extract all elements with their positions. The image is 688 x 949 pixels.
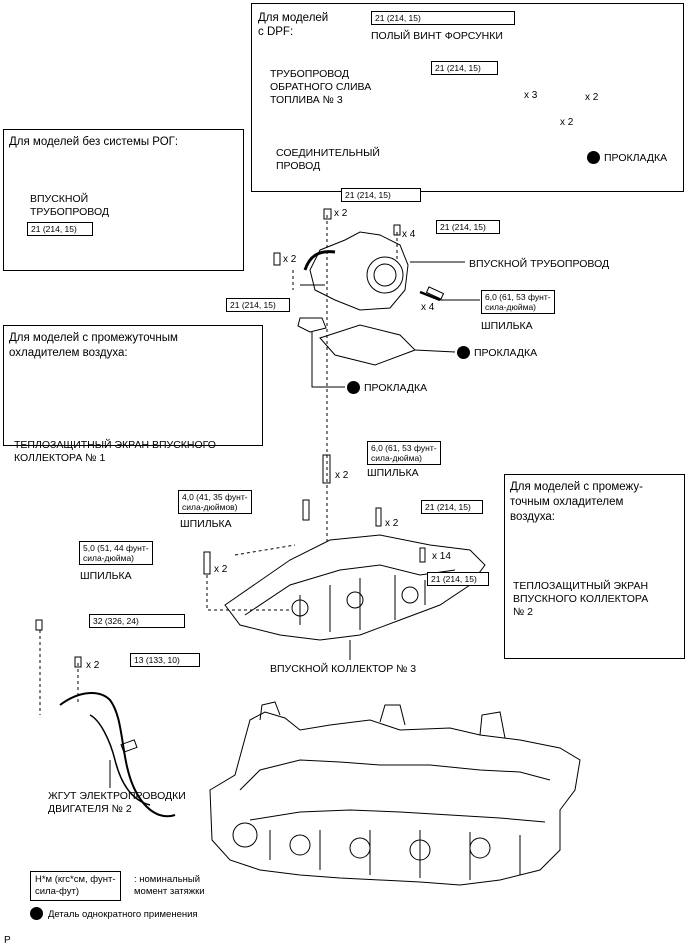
top-bolt-torque: 21 (214, 15) [341, 188, 421, 202]
stud-3-label: ШПИЛЬКА [180, 518, 232, 530]
stud-1-label: ШПИЛЬКА [481, 320, 533, 332]
torque-unit-legend: Н*м (кгс*см, фунт- сила-фут) [30, 871, 121, 901]
harness-bolt-2-torque: 13 (133, 10) [130, 653, 200, 667]
heat-shield-2-label: ТЕПЛОЗАЩИТНЫЙ ЭКРАН ВПУСКНОГО КОЛЛЕКТОРА… [513, 580, 649, 618]
injector-screw-torque: 21 (214, 15) [371, 11, 515, 25]
single-use-marker [457, 346, 470, 359]
intake-pipe-bolt-qty: x 4 [402, 229, 416, 240]
manifold-bolt-torque: 21 (214, 15) [427, 572, 489, 586]
stud-1-qty: x 4 [421, 302, 435, 313]
single-use-marker [587, 151, 600, 164]
page-letter: P [4, 935, 11, 946]
top-bolt-qty: x 2 [334, 208, 348, 219]
intake-pipe-bolt-torque: 21 (214, 15) [436, 220, 500, 234]
stud-4-label: ШПИЛЬКА [80, 570, 132, 582]
intake-manifold-label: ВПУСКНОЙ КОЛЛЕКТОР № 3 [270, 663, 417, 675]
torque-unit-description: : номинальный момент затяжки [134, 874, 205, 897]
single-use-legend-icon [30, 907, 43, 920]
left-bolt-qty: x 2 [283, 254, 297, 265]
connector-wire-label: СОЕДИНИТЕЛЬНЫЙ ПРОВОД [276, 147, 380, 172]
stud-2-qty: x 2 [335, 470, 349, 481]
no-egr-torque: 21 (214, 15) [27, 222, 93, 236]
dpf-panel-title: Для моделей с DPF: [258, 12, 329, 38]
engine-harness-label: ЖГУТ ЭЛЕКТРОПРОВОДКИ ДВИГАТЕЛЯ № 2 [48, 790, 186, 815]
dpf-gasket-label: ПРОКЛАДКА [604, 152, 668, 164]
intercooler-panel-1 [3, 325, 263, 446]
single-use-marker [347, 381, 360, 394]
gasket-2-label: ПРОКЛАДКА [364, 382, 428, 394]
harness-bolt-qty: x 2 [86, 660, 100, 671]
heat-shield-1-label: ТЕПЛОЗАЩИТНЫЙ ЭКРАН ВПУСКНОГО КОЛЛЕКТОРА… [14, 439, 216, 464]
stud-4-torque: 5,0 (51, 44 фунт- сила-дюйма) [79, 541, 153, 565]
dpf-gasket-qty: x 2 [560, 117, 574, 128]
injector-screw-qty: x 2 [585, 92, 599, 103]
stud-1-torque: 6,0 (61, 53 фунт- сила-дюйма) [481, 290, 555, 314]
manifold-bolt-qty: x 14 [432, 551, 451, 562]
no-egr-models-panel [3, 129, 244, 271]
stud-3-torque: 4,0 (41, 35 фунт- сила-дюймов) [178, 490, 252, 514]
single-use-legend-label: Деталь однократного применения [48, 909, 198, 920]
no-egr-intake-pipe-label: ВПУСКНОЙ ТРУБОПРОВОД [30, 193, 109, 218]
return-pipe-torque: 21 (214, 15) [431, 61, 498, 75]
left-bolt-torque: 21 (214, 15) [226, 298, 290, 312]
return-pipe-label: ТРУБОПРОВОД ОБРАТНОГО СЛИВА ТОПЛИВА № 3 [270, 68, 372, 106]
intercooler-panel-1-title: Для моделей с промежуточным охладителем … [9, 332, 178, 359]
mid-bolt-qty: x 2 [385, 518, 399, 529]
stud-2-torque: 6,0 (61, 53 фунт- сила-дюйма) [367, 441, 441, 465]
intercooler-panel-2-title: Для моделей с промежу- точным охладителе… [510, 481, 643, 523]
gasket-1-label: ПРОКЛАДКА [474, 347, 538, 359]
injector-screw-label: ПОЛЫЙ ВИНТ ФОРСУНКИ [371, 30, 503, 42]
stud-2-label: ШПИЛЬКА [367, 467, 419, 479]
no-egr-panel-title: Для моделей без системы РОГ: [9, 136, 179, 148]
return-pipe-qty: x 3 [524, 90, 538, 101]
stud-4-qty: x 2 [214, 564, 228, 575]
intake-pipe-label: ВПУСКНОЙ ТРУБОПРОВОД [469, 258, 610, 270]
intercooler-panel-2 [504, 474, 685, 659]
harness-bolt-1-torque: 32 (326, 24) [89, 614, 185, 628]
dpf-models-panel [251, 3, 684, 192]
mid-bolt-torque: 21 (214, 15) [421, 500, 483, 514]
